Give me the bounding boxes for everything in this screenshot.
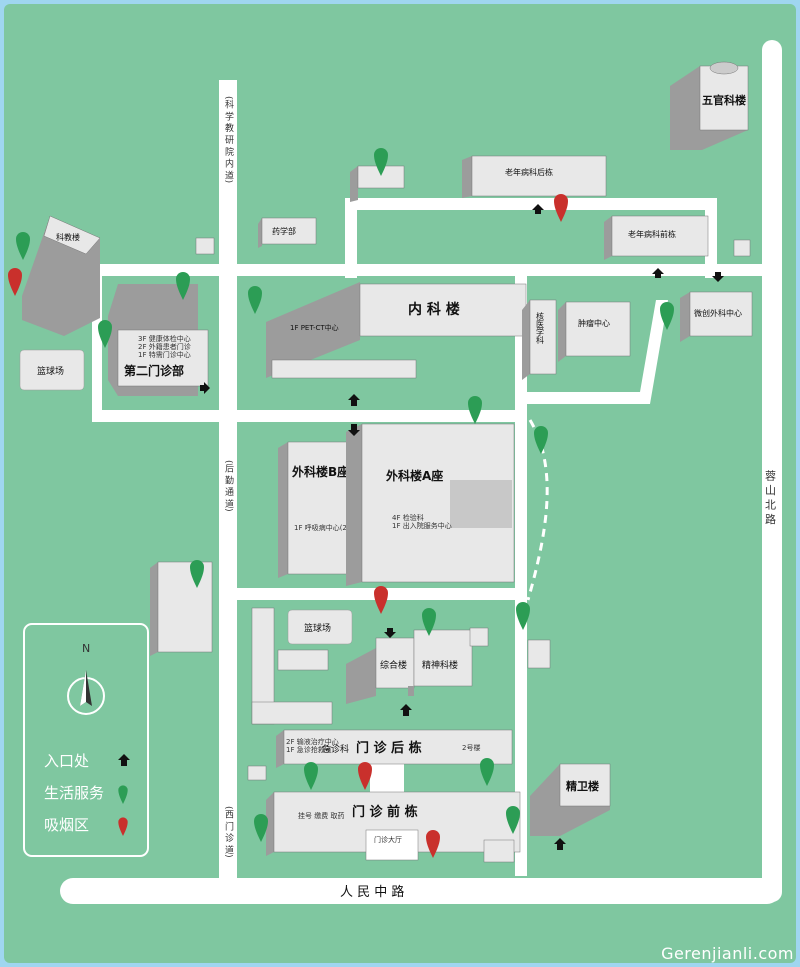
legend-box	[23, 623, 149, 857]
waike-b-label: 外科楼B座	[292, 464, 349, 479]
lanqiu-1-label: 篮球场	[37, 365, 64, 377]
road-north	[92, 264, 768, 276]
building-jingshen[interactable]: 精神科楼	[408, 629, 473, 696]
small-structure-4	[247, 765, 267, 781]
entrance-arrow-7	[384, 628, 396, 638]
main-road	[60, 878, 780, 904]
watermark: Gerenjianli.com	[661, 944, 794, 963]
building-zhongliu[interactable]: 肿瘤中心	[558, 301, 631, 362]
building-west-small	[150, 561, 213, 656]
menzhen-hou-sub1: 2F 输液治疗中心	[286, 737, 339, 746]
entrance-arrow-1	[532, 204, 544, 214]
building-laonian-qian[interactable]: 老年病科前栋	[604, 215, 709, 260]
dier-menzhen-sub2: 2F 外籍患者门诊	[138, 342, 191, 351]
building-l-block	[251, 607, 333, 725]
neike-label: 内 科 楼	[408, 301, 460, 318]
building-waike-a[interactable]: 外科楼A座 4F 检验科 1F 出入院服务中心	[346, 423, 515, 586]
lanqiu-2-label: 篮球场	[304, 622, 331, 634]
neike-pet-label: 1F PET-CT中心	[290, 323, 339, 332]
building-weichuang[interactable]: 微创外科中心	[680, 291, 753, 342]
map-legend: N 入口处 生活服务 吸烟区	[23, 623, 149, 857]
west-road-upper-label: (科 学 教 研 院 内 道)	[223, 96, 234, 183]
building-waike-b[interactable]: 外科楼B座 1F 呼吸病中心(2)	[278, 441, 357, 578]
menzhen-dating-label: 门诊大厅	[374, 835, 402, 844]
waike-a-sub1: 4F 检验科	[392, 513, 424, 522]
jingshen-label: 精神科楼	[422, 659, 458, 671]
heyixue-label: 核医学科	[536, 311, 545, 345]
building-neike[interactable]: 内 科 楼 1F PET-CT中心	[266, 282, 527, 379]
legend-smoking-label: 吸烟区	[44, 816, 89, 834]
west-road-middle-label: (后 勤 通 道)	[223, 460, 234, 512]
building-yaoxuebu[interactable]: 药学部	[258, 217, 317, 248]
zhongliu-label: 肿瘤中心	[578, 318, 610, 328]
main-road-label: 人 民 中 路	[340, 884, 404, 900]
building-dier-menzhen[interactable]: 3F 健康体检中心 2F 外籍患者门诊 1F 特需门诊中心 第二门诊部	[108, 284, 209, 396]
legend-service-label: 生活服务	[44, 784, 104, 802]
building-menzhen-qian[interactable]: 挂号 缴费 取药 门 诊 前 栋 门诊大厅	[266, 791, 521, 861]
west-road	[219, 80, 237, 880]
road-west-loop	[92, 264, 102, 420]
road-loop-top	[345, 198, 715, 210]
building-heyixue[interactable]: 核医学科	[522, 299, 557, 380]
road-loop-west	[345, 198, 357, 278]
road-south	[219, 588, 527, 600]
compass-letter: N	[82, 642, 90, 655]
road-east-inner	[515, 276, 527, 876]
entrance-arrows	[200, 204, 724, 850]
dier-menzhen-sub1: 3F 健康体检中心	[138, 334, 191, 343]
dier-menzhen-sub3: 1F 特需门诊中心	[138, 350, 191, 359]
entrance-arrow-3	[712, 272, 724, 282]
legend-entrance-icon	[118, 754, 130, 766]
laonian-hou-label: 老年病科后栋	[505, 167, 553, 177]
menzhen-qian-label: 门 诊 前 栋	[352, 804, 418, 820]
waike-a-label: 外科楼A座	[386, 468, 443, 483]
yaoxuebu-label: 药学部	[272, 226, 296, 236]
entrance-arrow-4	[348, 394, 360, 406]
basketball-court-1: 篮球场	[19, 349, 85, 391]
entrance-arrow-9	[554, 838, 566, 850]
waike-b-sub: 1F 呼吸病中心(2)	[294, 523, 350, 532]
building-laonian-hou[interactable]: 老年病科后栋	[462, 155, 607, 198]
east-road-label: 蓉 山 北 路	[764, 470, 777, 525]
west-road-lower-label: (西 门 诊 道)	[223, 806, 234, 858]
legend-entrance-label: 入口处	[44, 752, 89, 770]
jingwei-label: 精卫楼	[566, 779, 599, 793]
menzhen-hou-label: 门 诊 后 栋	[356, 740, 422, 756]
east-road	[762, 40, 782, 902]
compass-icon: N	[67, 642, 105, 715]
entrance-arrow-2	[652, 268, 664, 278]
entrance-arrow-8	[400, 704, 412, 716]
building-menzhen-hou[interactable]: 2F 输液治疗中心 1F 急诊抢救室 急诊科 门 诊 后 栋 2号楼	[276, 729, 513, 768]
jizhen-label: 急诊科	[322, 743, 349, 755]
zonghe-label: 综合楼	[380, 659, 407, 671]
entrance-arrow-5	[348, 424, 360, 436]
entrance-arrow-6	[200, 382, 210, 394]
wuguan-label: 五官科楼	[702, 93, 746, 107]
menzhen-hou-sub2: 1F 急诊抢救室	[286, 745, 332, 754]
dier-menzhen-label: 第二门诊部	[124, 363, 184, 378]
building-wuguan[interactable]: 五官科楼	[670, 61, 749, 150]
road-diagonal	[520, 300, 668, 404]
menzhen-hou-houqin: 2号楼	[462, 743, 480, 752]
kejiao-label: 科教楼	[56, 232, 80, 242]
weichuang-label: 微创外科中心	[694, 308, 742, 318]
building-zonghe[interactable]: 综合楼	[346, 637, 415, 704]
small-structure-3	[527, 639, 551, 669]
small-structure-1	[195, 237, 215, 255]
basketball-court-2: 篮球场	[287, 609, 353, 645]
menzhen-qian-sub: 挂号 缴费 取药	[298, 811, 344, 820]
laonian-qian-label: 老年病科前栋	[628, 229, 676, 239]
small-structure-2	[733, 239, 751, 257]
building-small-jingshen	[469, 627, 489, 647]
small-structure-5	[483, 839, 515, 863]
building-jingwei[interactable]: 精卫楼	[530, 763, 611, 836]
waike-a-sub2: 1F 出入院服务中心	[392, 521, 452, 530]
road-middle	[92, 410, 522, 422]
building-kejiao[interactable]: 科教楼	[22, 215, 101, 336]
